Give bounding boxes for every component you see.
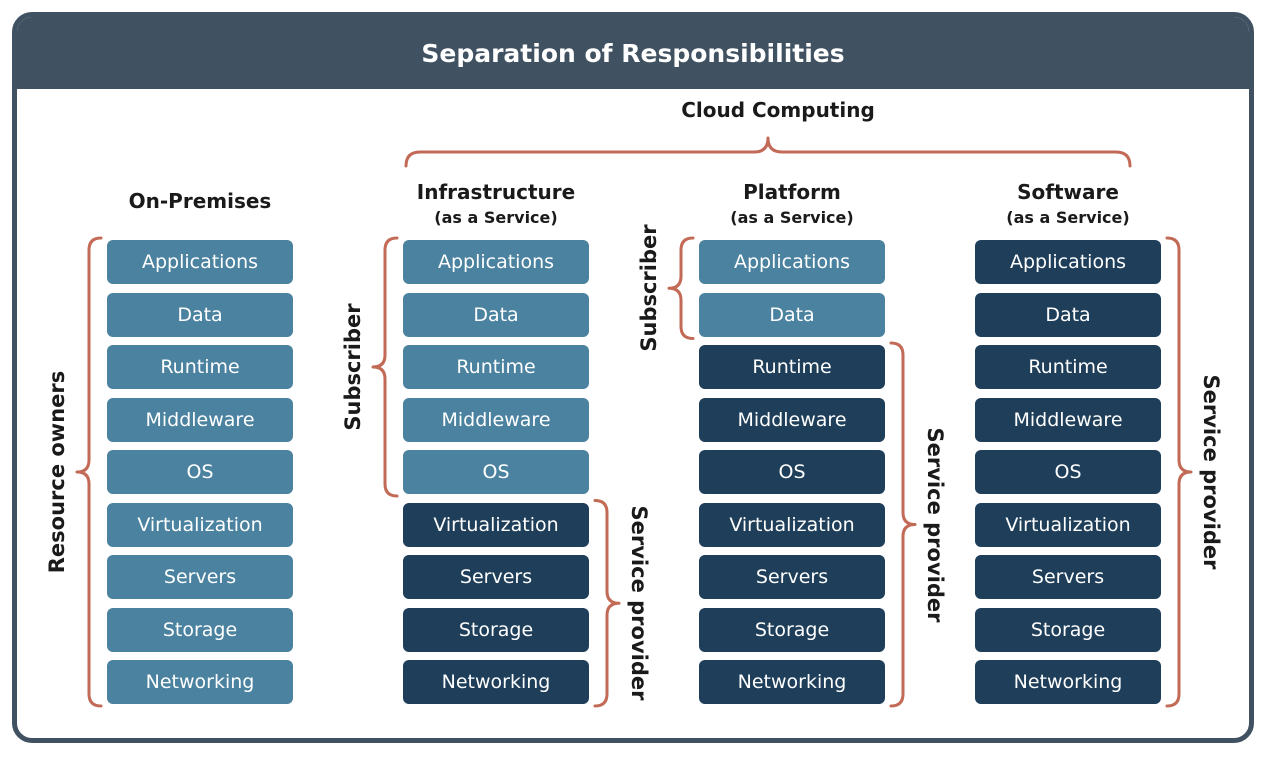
brace-left-paas [667,236,695,340]
layer-saas-data: Data [975,292,1161,337]
layer-paas-virtualization: Virtualization [699,502,885,547]
column-subtitle-saas: (as a Service) [1006,208,1130,227]
layer-paas-os: OS [699,450,885,494]
layer-paas-servers: Servers [699,555,885,599]
side-label-left-iaas: Subscriber [341,303,365,431]
layer-on-premises-networking: Networking [107,660,293,704]
layer-iaas-storage: Storage [403,607,589,652]
layer-saas-servers: Servers [975,555,1161,599]
cloud-computing-label: Cloud Computing [681,98,875,122]
layer-paas-data: Data [699,292,885,337]
column-subtitle-iaas: (as a Service) [434,208,558,227]
layer-paas-middleware: Middleware [699,397,885,442]
layer-on-premises-data: Data [107,292,293,337]
layer-paas-networking: Networking [699,660,885,704]
layer-on-premises-storage: Storage [107,607,293,652]
layer-paas-runtime: Runtime [699,345,885,389]
side-label-left-on-premises: Resource owners [45,370,69,574]
layer-iaas-data: Data [403,292,589,337]
side-label-right-paas: Service provider [923,427,947,622]
layer-on-premises-runtime: Runtime [107,345,293,389]
cloud-computing-brace [404,136,1132,168]
column-title-on-premises: On-Premises [128,189,272,213]
side-label-left-paas: Subscriber [637,224,661,352]
column-title-paas: Platform [743,180,841,204]
layer-saas-runtime: Runtime [975,345,1161,389]
layer-saas-networking: Networking [975,660,1161,704]
layer-paas-applications: Applications [699,240,885,284]
layer-on-premises-virtualization: Virtualization [107,502,293,547]
layer-iaas-virtualization: Virtualization [403,502,589,547]
column-title-saas: Software [1017,180,1119,204]
layer-on-premises-middleware: Middleware [107,397,293,442]
layer-iaas-applications: Applications [403,240,589,284]
layer-saas-os: OS [975,450,1161,494]
brace-right-paas [889,341,917,708]
brace-right-iaas [593,499,621,708]
layer-on-premises-servers: Servers [107,555,293,599]
layer-iaas-networking: Networking [403,660,589,704]
layer-saas-middleware: Middleware [975,397,1161,442]
layer-on-premises-os: OS [107,450,293,494]
layer-iaas-os: OS [403,450,589,494]
layer-saas-virtualization: Virtualization [975,502,1161,547]
layer-saas-storage: Storage [975,607,1161,652]
brace-left-on-premises [75,236,103,708]
column-subtitle-paas: (as a Service) [730,208,854,227]
column-title-iaas: Infrastructure [416,180,576,204]
layer-iaas-servers: Servers [403,555,589,599]
layer-iaas-runtime: Runtime [403,345,589,389]
brace-left-iaas [371,236,399,498]
side-label-right-iaas: Service provider [627,505,651,701]
layer-paas-storage: Storage [699,607,885,652]
layer-iaas-middleware: Middleware [403,397,589,442]
layer-on-premises-applications: Applications [107,240,293,284]
side-label-right-saas: Service provider [1199,374,1223,570]
brace-right-saas [1165,236,1193,708]
layer-saas-applications: Applications [975,240,1161,284]
diagram-title: Separation of Responsibilities [17,17,1249,89]
